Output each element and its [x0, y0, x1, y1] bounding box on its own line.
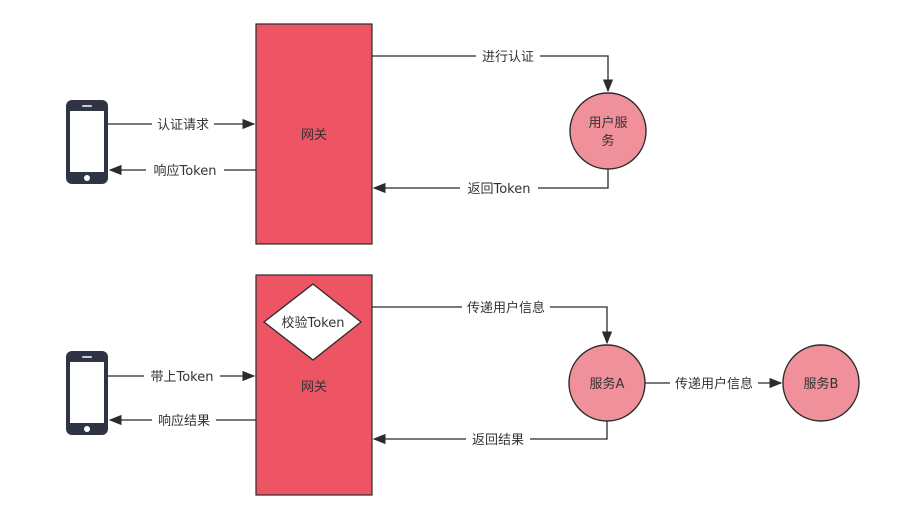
phone-icon — [66, 100, 108, 184]
validate-token-diamond — [262, 283, 363, 361]
gateway-label: 网关 — [301, 380, 327, 395]
edge-return-result: 返回结果 — [372, 421, 608, 448]
edge-response-token: 响应Token — [108, 162, 256, 179]
service-a-label: 服务A — [590, 376, 625, 392]
edge-label-return-result: 返回结果 — [472, 433, 524, 448]
edge-label-carry-token: 带上Token — [151, 370, 214, 385]
gateway-box — [255, 23, 373, 245]
edge-return-token: 返回Token — [372, 169, 609, 197]
edge-label-auth-request: 认证请求 — [157, 118, 209, 133]
user-service-label-line1: 用户服 — [588, 115, 627, 131]
service-b-node — [782, 344, 860, 422]
phone-icon — [66, 351, 108, 435]
edge-label-response-token: 响应Token — [154, 163, 217, 179]
user-service-node — [569, 92, 647, 170]
validate-token-label: 校验Token — [282, 315, 345, 331]
edge-auth-request: 认证请求 — [108, 116, 256, 133]
edge-perform-auth: 进行认证 — [372, 48, 614, 93]
edge-carry-token: 带上Token — [108, 368, 256, 385]
edge-label-pass-user-info-gateway: 传递用户信息 — [467, 300, 545, 316]
gateway-label: 网关 — [301, 128, 327, 143]
service-b-label: 服务B — [804, 376, 839, 392]
edge-pass-user-info-gateway: 传递用户信息 — [372, 299, 613, 345]
edge-response-result: 响应结果 — [108, 412, 256, 429]
user-service-label-line2: 务 — [601, 133, 614, 149]
edge-pass-user-info-service: 传递用户信息 — [645, 375, 783, 392]
edge-label-response-result: 响应结果 — [158, 413, 210, 429]
edge-label-perform-auth: 进行认证 — [482, 50, 534, 65]
edge-label-pass-user-info-service: 传递用户信息 — [675, 376, 753, 392]
edge-label-return-token: 返回Token — [468, 182, 531, 197]
